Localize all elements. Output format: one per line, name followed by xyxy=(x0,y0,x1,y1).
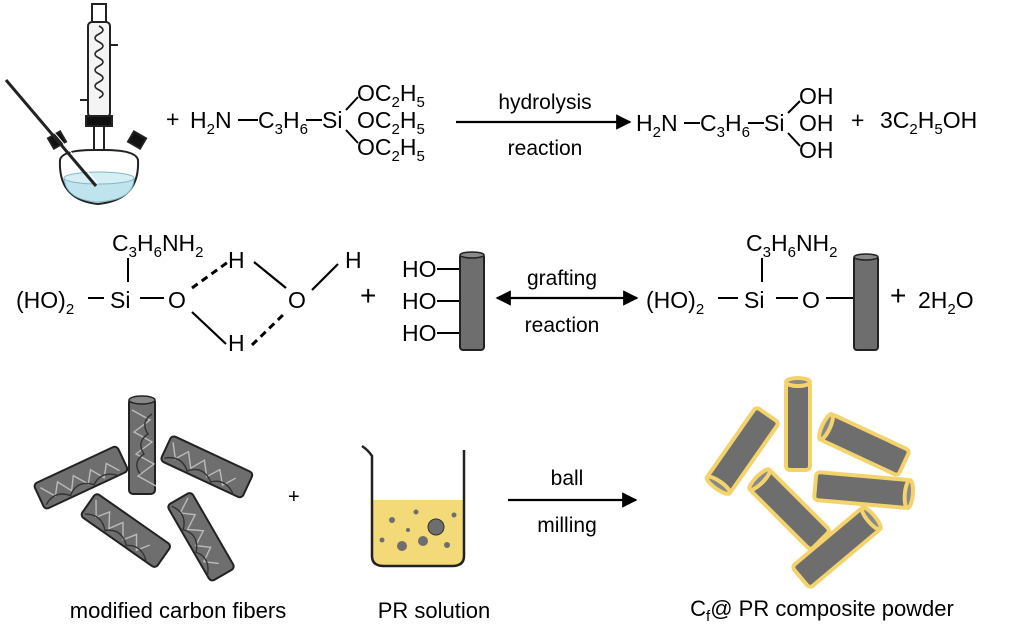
fiber-hydroxyl-2: HO xyxy=(402,288,437,314)
grafted-fiber-product: C3H6NH2 (HO)2 Si O xyxy=(646,230,879,351)
silicon-atom: Si xyxy=(322,107,342,133)
fiber-hydroxyl-1: HO xyxy=(402,256,437,282)
grafting-arrow: grafting reaction xyxy=(495,267,639,337)
hydrogen-atom-3: H xyxy=(345,247,362,273)
product-propyl-chain: C3H6 xyxy=(700,110,750,141)
aptes-formula: H2N C3H6 Si OC2H5 OC2H5 OC2H5 xyxy=(190,80,425,165)
coated-fibers-illustration xyxy=(704,376,915,589)
hydrogen-atom-2: H xyxy=(228,330,245,356)
ball-milling-arrow: ball milling xyxy=(508,467,638,537)
arrow-label-reaction: reaction xyxy=(508,137,583,160)
caption-pr-solution: PR solution xyxy=(378,598,491,623)
hydroxylated-fiber: HO HO HO xyxy=(402,251,485,351)
ethanol-byproduct: 3C2H5OH xyxy=(880,107,977,138)
arrow-label-hydrolysis: hydrolysis xyxy=(498,91,591,114)
ethoxy-group-2: OC2H5 xyxy=(357,107,425,138)
arrow-label-reaction-2: reaction xyxy=(525,314,600,337)
hydroxyl-3: OH xyxy=(799,137,834,163)
propyl-chain: C3H6 xyxy=(258,107,308,138)
ethoxy-group-1: OC2H5 xyxy=(357,80,425,111)
caption-composite-powder: Cf@ PR composite powder xyxy=(690,596,954,625)
amine-group: H2N xyxy=(190,107,232,138)
product-amine-group: H2N xyxy=(636,110,678,141)
silicon-atom-2: Si xyxy=(110,287,130,313)
row2-plus-sign-2: + xyxy=(890,280,906,311)
pendant-propylamine: C3H6NH2 xyxy=(112,230,204,261)
reflux-flask-illustration xyxy=(4,3,148,206)
fiber-hydroxyl-3: HO xyxy=(402,320,437,346)
hydroxyl-1: OH xyxy=(799,83,834,109)
hydrogen-bond-2 xyxy=(250,310,288,347)
arrow-label-ball: ball xyxy=(551,467,584,490)
silanol-water-complex: C3H6NH2 (HO)2 Si O H H O H xyxy=(16,230,362,356)
dihydroxy-group: (HO)2 xyxy=(16,287,74,318)
grafted-dihydroxy-group: (HO)2 xyxy=(646,287,704,318)
water-oxygen: O xyxy=(288,287,306,313)
ethoxy-group-3: OC2H5 xyxy=(357,134,425,165)
row1-plus-sign: + xyxy=(166,106,179,132)
row3-plus-sign: + xyxy=(288,486,300,508)
bridging-oxygen: O xyxy=(802,287,820,313)
grafted-silicon-atom: Si xyxy=(744,287,764,313)
row1-plus-sign-2: + xyxy=(851,107,864,133)
arrow-label-grafting: grafting xyxy=(527,267,597,290)
hydrolysis-arrow: hydrolysis reaction xyxy=(456,91,632,160)
silanol-oxygen: O xyxy=(168,287,186,313)
product-silicon-atom: Si xyxy=(764,110,784,136)
grafted-propylamine: C3H6NH2 xyxy=(746,230,838,261)
hydroxyl-2: OH xyxy=(799,110,834,136)
pr-solution-beaker xyxy=(361,444,466,568)
caption-modified-carbon-fibers: modified carbon fibers xyxy=(70,598,286,623)
modified-carbon-fibers-illustration xyxy=(33,395,254,582)
silanol-product-formula: H2N C3H6 Si OH OH OH xyxy=(636,83,834,163)
hydrogen-bond-1 xyxy=(191,260,229,290)
arrow-label-milling: milling xyxy=(537,514,597,537)
row2-plus-sign: + xyxy=(360,280,376,311)
water-byproduct: 2H2O xyxy=(918,287,974,318)
hydrogen-atom-1: H xyxy=(228,247,245,273)
